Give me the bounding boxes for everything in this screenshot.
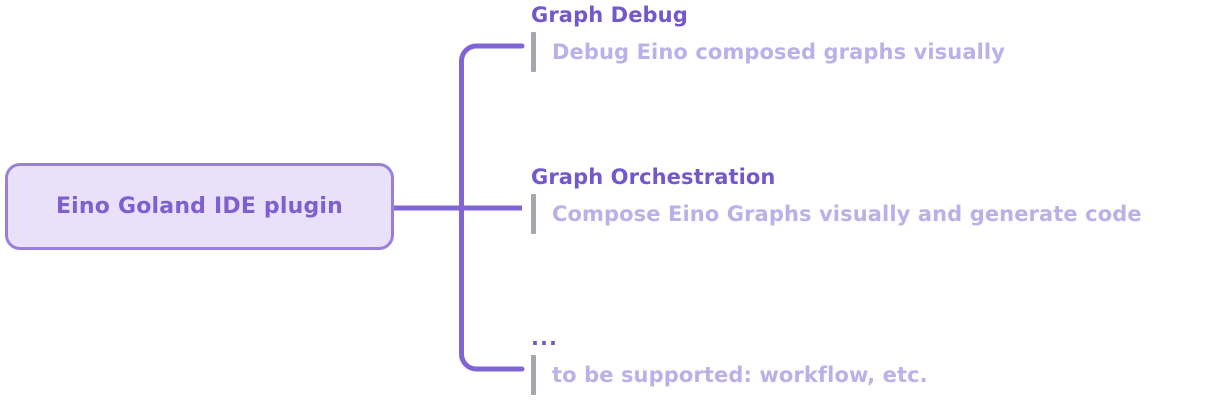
connector-trunk	[459, 43, 525, 372]
branch-description-row: to be supported: workflow, etc.	[531, 355, 928, 395]
branch-description: to be supported: workflow, etc.	[552, 363, 928, 387]
branch-item-more[interactable]: ... to be supported: workflow, etc.	[531, 325, 928, 395]
branch-description: Compose Eino Graphs visually and generat…	[552, 202, 1142, 226]
branch-item-graph-debug[interactable]: Graph Debug Debug Eino composed graphs v…	[531, 2, 1005, 72]
branch-description: Debug Eino composed graphs visually	[552, 40, 1005, 64]
branch-description-row: Compose Eino Graphs visually and generat…	[531, 194, 1142, 234]
accent-bar	[531, 355, 536, 395]
accent-bar	[531, 194, 536, 234]
branch-title: ...	[531, 326, 558, 350]
branch-item-graph-orchestration[interactable]: Graph Orchestration Compose Eino Graphs …	[531, 164, 1142, 234]
branch-title: Graph Debug	[531, 3, 688, 27]
branch-description-row: Debug Eino composed graphs visually	[531, 32, 1005, 72]
accent-bar	[531, 32, 536, 72]
root-node-box[interactable]: Eino Goland IDE plugin	[5, 163, 394, 250]
root-node-label: Eino Goland IDE plugin	[55, 194, 344, 219]
branch-title: Graph Orchestration	[531, 165, 776, 189]
